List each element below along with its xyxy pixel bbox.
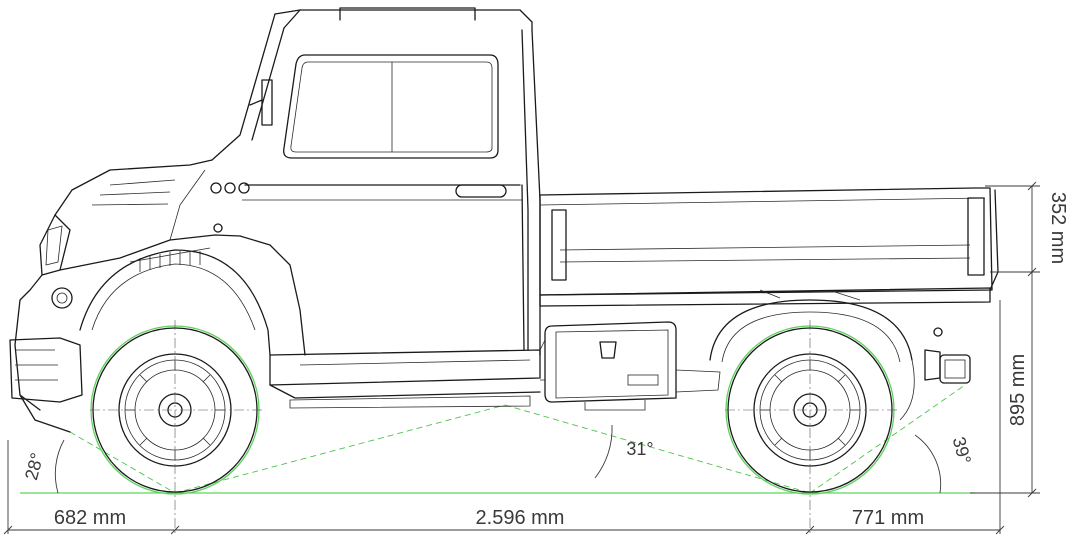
front-end [9,159,306,433]
cargo-bed [539,187,999,421]
breakover-angle-label: 31° [626,439,653,459]
horizontal-dimensions [3,300,1005,535]
cab-body [210,7,541,409]
ground-reference-lines [20,384,975,494]
departure-angle-label: 39° [949,435,975,466]
rear-overhang-label: 771 mm [852,507,924,529]
axle-center-lines [90,320,897,534]
angle-arcs [54,424,942,494]
vertical-dimensions [970,181,1040,498]
front-overhang-label: 682 mm [54,507,126,529]
wheelbase-label: 2.596 mm [476,507,565,529]
bed-floor-height-label: 895 mm [1007,354,1029,426]
bed-height-label: 352 mm [1047,192,1069,264]
approach-angle-label: 28° [21,451,47,482]
